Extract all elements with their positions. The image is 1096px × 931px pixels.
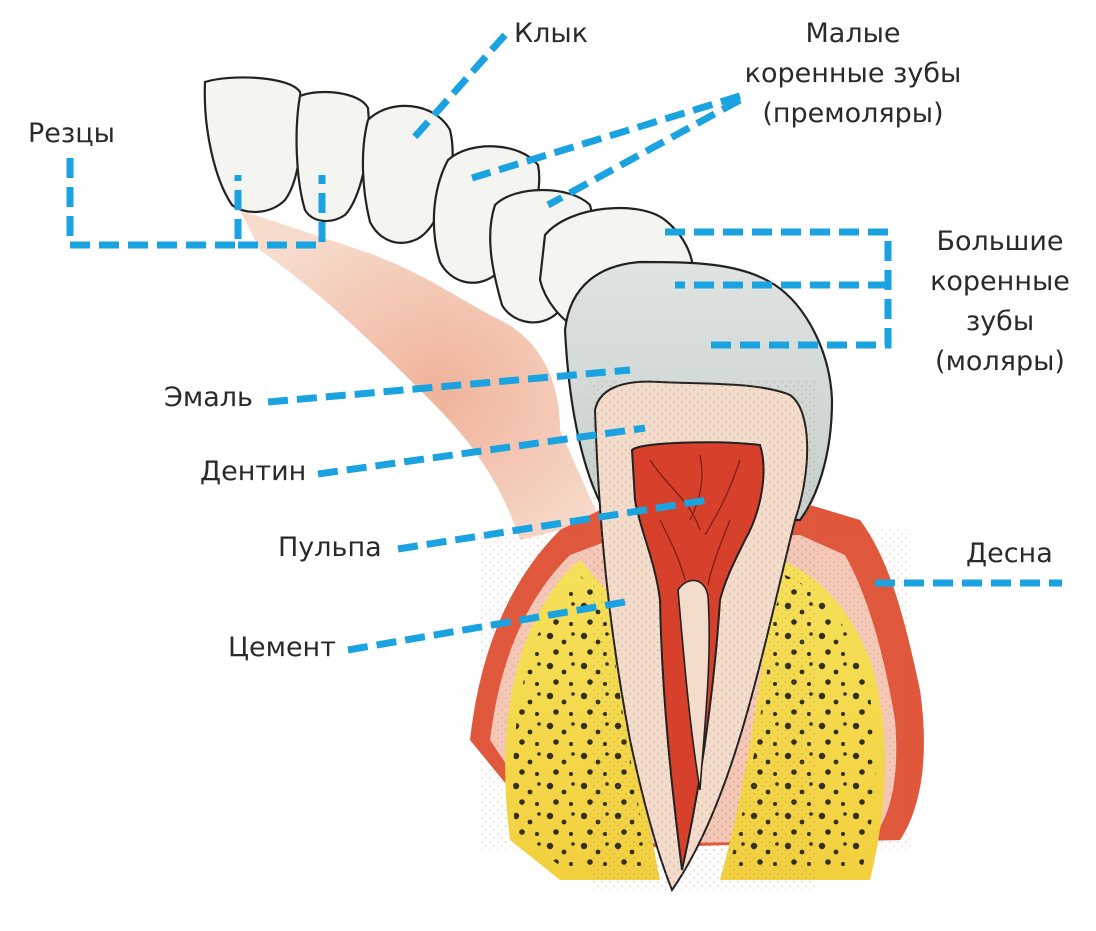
label-premolars-line2: коренные зубы (744, 58, 962, 89)
tooth-canine (361, 104, 454, 244)
label-premolars-line3: (премоляры) (762, 98, 944, 129)
label-molars-line4: (моляры) (935, 346, 1065, 377)
gum-strip (240, 210, 600, 540)
label-pulp: Пульпа (278, 532, 382, 563)
leader-canine (409, 32, 508, 143)
label-enamel: Эмаль (164, 382, 253, 413)
leader-premolars-2 (546, 96, 742, 209)
leader-incisors (66, 158, 326, 249)
pulp-vessels (649, 454, 741, 586)
label-molars-line2: коренные (930, 266, 1070, 297)
leader-enamel (267, 366, 631, 406)
pulp-canal-inner (677, 579, 710, 791)
leader-dentin (317, 424, 646, 478)
leader-cement (347, 598, 626, 654)
label-gum: Десна (966, 538, 1053, 569)
leader-lines (66, 32, 1062, 654)
leader-molars (665, 228, 892, 349)
label-dentin: Дентин (200, 456, 307, 487)
leader-premolars-1 (470, 92, 742, 182)
label-incisors: Резцы (28, 118, 115, 149)
tooth-incisor-2 (295, 90, 370, 223)
label-canine: Клык (514, 18, 589, 49)
leader-pulp (397, 496, 709, 553)
label-cement: Цемент (228, 632, 336, 663)
label-premolars: Малые коренные зубы (премоляры) (740, 14, 966, 134)
label-molars-line3: зубы (965, 306, 1035, 337)
label-premolars-line1: Малые (805, 18, 901, 49)
tooth-incisor-1 (203, 76, 303, 213)
molar-section (563, 260, 834, 893)
label-molars: Большие коренные зубы (моляры) (918, 222, 1082, 382)
label-molars-line1: Большие (936, 226, 1064, 257)
